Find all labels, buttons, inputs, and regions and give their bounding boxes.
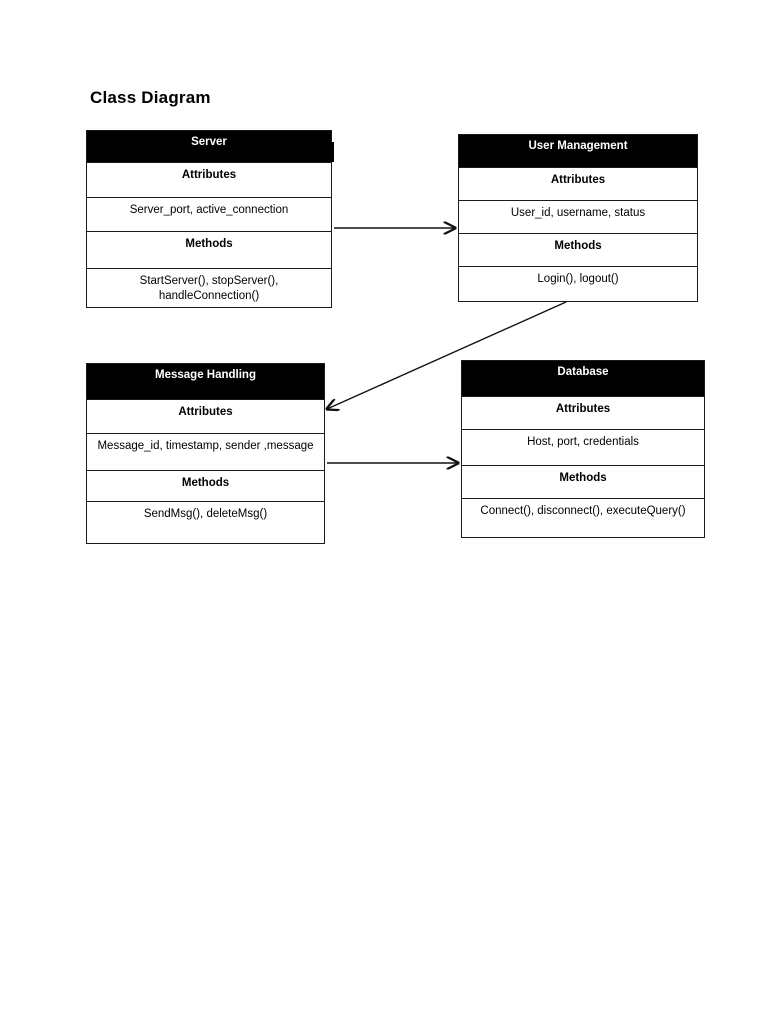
class-header-server: Server <box>87 131 331 162</box>
class-header-message-handling: Message Handling <box>87 364 324 399</box>
class-box-server[interactable]: Server Attributes Server_port, active_co… <box>86 130 332 308</box>
methods-label-text-message-handling: Methods <box>181 477 230 489</box>
attributes-value-user-management: User_id, username, status <box>459 200 697 233</box>
methods-label-database: Methods <box>462 465 704 498</box>
attributes-label-database: Attributes <box>462 396 704 429</box>
class-header-database: Database <box>462 361 704 396</box>
methods-value-text-database: Connect(), disconnect(), executeQuery() <box>480 505 686 517</box>
attributes-label-message-handling: Attributes <box>87 399 324 433</box>
methods-label-server: Methods <box>87 231 331 268</box>
methods-label-text-database: Methods <box>559 472 607 484</box>
attributes-value-server: Server_port, active_connection <box>87 197 331 231</box>
attributes-value-text-server: Server_port, active_connection <box>129 204 289 216</box>
class-box-user-management[interactable]: User Management Attributes User_id, user… <box>458 134 698 302</box>
attributes-label-text-database: Attributes <box>555 403 611 415</box>
methods-value-server: StartServer(), stopServer(), handleConne… <box>87 268 331 306</box>
page-title: Class Diagram <box>90 88 211 107</box>
attributes-value-message-handling: Message_id, timestamp, sender ,message <box>87 433 324 470</box>
server-header-overhang <box>330 142 334 162</box>
attributes-value-text-database: Host, port, credentials <box>527 436 639 448</box>
attributes-label-text-server: Attributes <box>181 169 237 181</box>
class-box-database[interactable]: Database Attributes Host, port, credenti… <box>461 360 705 538</box>
class-box-message-handling[interactable]: Message Handling Attributes Message_id, … <box>86 363 325 544</box>
attributes-label-text-user-management: Attributes <box>550 174 606 186</box>
methods-value-text-message-handling: SendMsg(), deleteMsg() <box>143 508 268 520</box>
methods-value-message-handling: SendMsg(), deleteMsg() <box>87 501 324 541</box>
methods-value-user-management: Login(), logout() <box>459 266 697 301</box>
attributes-label-user-management: Attributes <box>459 167 697 200</box>
attributes-label-text-message-handling: Attributes <box>178 406 233 418</box>
attributes-value-text-user-management: User_id, username, status <box>510 207 646 219</box>
methods-label-text-server: Methods <box>185 238 233 250</box>
methods-label-user-management: Methods <box>459 233 697 266</box>
attributes-label-server: Attributes <box>87 162 331 197</box>
class-header-user-management: User Management <box>459 135 697 167</box>
attributes-value-text-message-handling: Message_id, timestamp, sender ,message <box>97 440 314 452</box>
methods-value-text-server: StartServer(), stopServer(), handleConne… <box>139 275 279 302</box>
methods-label-message-handling: Methods <box>87 470 324 501</box>
methods-label-text-user-management: Methods <box>554 240 602 252</box>
methods-value-text-user-management: Login(), logout() <box>537 273 619 285</box>
attributes-value-database: Host, port, credentials <box>462 429 704 465</box>
methods-value-database: Connect(), disconnect(), executeQuery() <box>462 498 704 536</box>
